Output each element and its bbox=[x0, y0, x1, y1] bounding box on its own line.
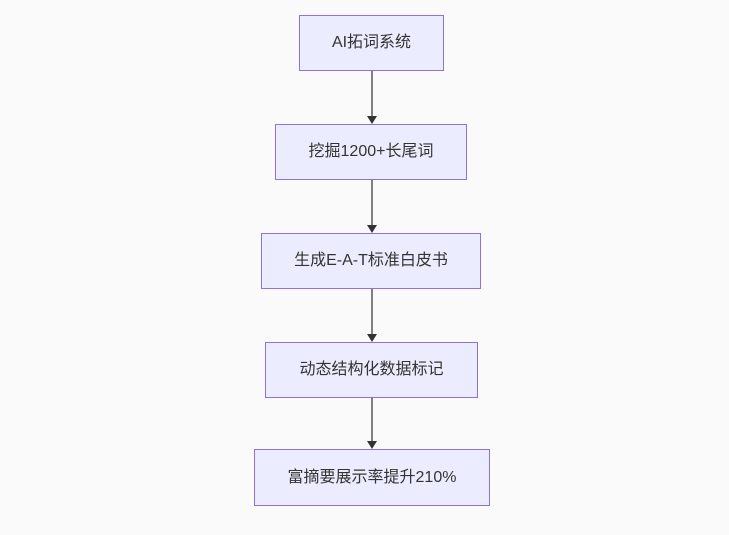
arrow-connector-3 bbox=[366, 289, 377, 342]
arrowhead-down-icon bbox=[366, 116, 377, 124]
arrow-connector-4 bbox=[366, 398, 377, 449]
arrow-shaft bbox=[370, 398, 373, 441]
arrow-connector-1 bbox=[366, 71, 377, 124]
flow-node-label: 动态结构化数据标记 bbox=[299, 361, 444, 379]
flow-node-label: 挖掘1200+长尾词 bbox=[308, 143, 434, 161]
flow-node-label: AI拓词系统 bbox=[331, 34, 412, 52]
arrow-shaft bbox=[370, 180, 373, 225]
flow-node-label: 生成E-A-T标准白皮书 bbox=[294, 252, 448, 270]
flow-node-dynamic-structured-data-markup: 动态结构化数据标记 bbox=[265, 342, 478, 398]
flow-node-rich-snippet-rate-increase: 富摘要展示率提升210% bbox=[254, 449, 490, 506]
flow-node-mine-longtail-keywords: 挖掘1200+长尾词 bbox=[275, 124, 467, 180]
arrow-shaft bbox=[370, 71, 373, 116]
arrow-connector-2 bbox=[366, 180, 377, 233]
flow-node-generate-eat-whitepaper: 生成E-A-T标准白皮书 bbox=[261, 233, 481, 289]
arrowhead-down-icon bbox=[366, 441, 377, 449]
flow-node-label: 富摘要展示率提升210% bbox=[287, 468, 457, 486]
arrow-shaft bbox=[370, 289, 373, 334]
arrowhead-down-icon bbox=[366, 334, 377, 342]
arrowhead-down-icon bbox=[366, 225, 377, 233]
flow-node-ai-word-expansion-system: AI拓词系统 bbox=[299, 15, 444, 71]
